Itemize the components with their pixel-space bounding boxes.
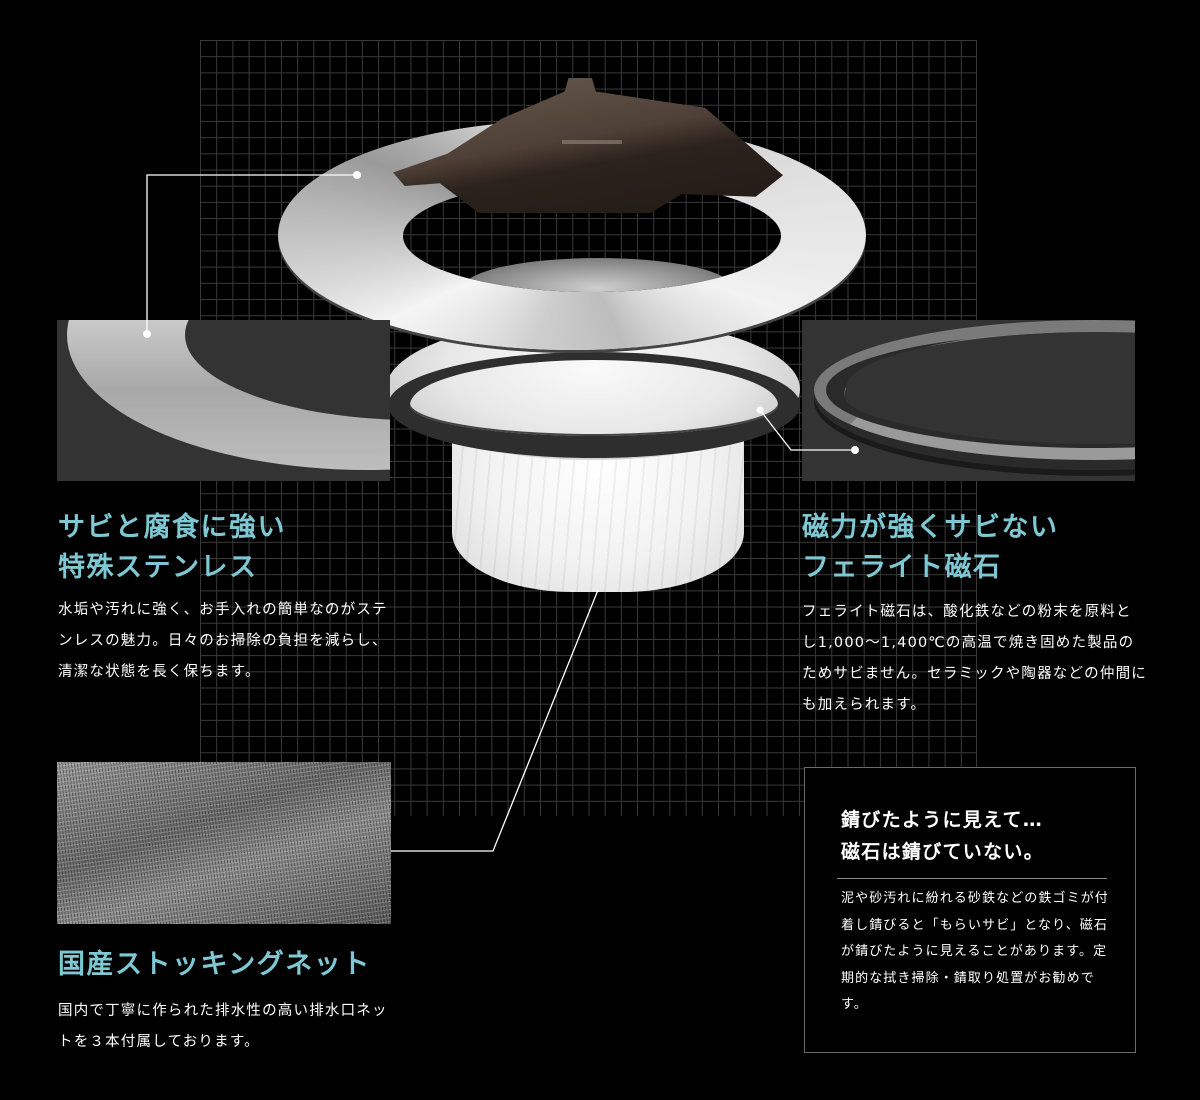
magnet-closeup-image — [802, 320, 1135, 481]
rust-note-box: 錆びたように見えて… 磁石は錆びていない。 泥や砂汚れに紛れる砂鉄などの鉄ゴミが… — [804, 767, 1136, 1053]
rust-note-title: 錆びたように見えて… 磁石は錆びていない。 — [841, 809, 1045, 863]
net-feature-title: 国産ストッキングネット — [58, 949, 371, 980]
stainless-feature-title: サビと腐食に強い 特殊ステンレス — [58, 512, 286, 583]
note-divider — [837, 878, 1107, 879]
rust-note-text: 泥や砂汚れに紛れる砂鉄などの鉄ゴミが付着し錆びると「もらいサビ」となり、磁石が錆… — [841, 891, 1109, 1012]
stainless-closeup-image — [57, 320, 390, 481]
net-feature-text: 国内で丁寧に作られた排水性の高い排水口ネットを３本付属しております。 — [58, 1003, 388, 1050]
net-closeup-image — [57, 762, 391, 924]
magnet-feature-title: 磁力が強くサビない フェライト磁石 — [802, 512, 1059, 583]
stainless-feature-text: 水垢や汚れに強く、お手入れの簡単なのがステンレスの魅力。日々のお掃除の負担を減ら… — [58, 602, 388, 680]
magnet-feature-text: フェライト磁石は、酸化鉄などの粉末を原料とし1,000～1,400℃の高温で焼き… — [802, 604, 1147, 713]
